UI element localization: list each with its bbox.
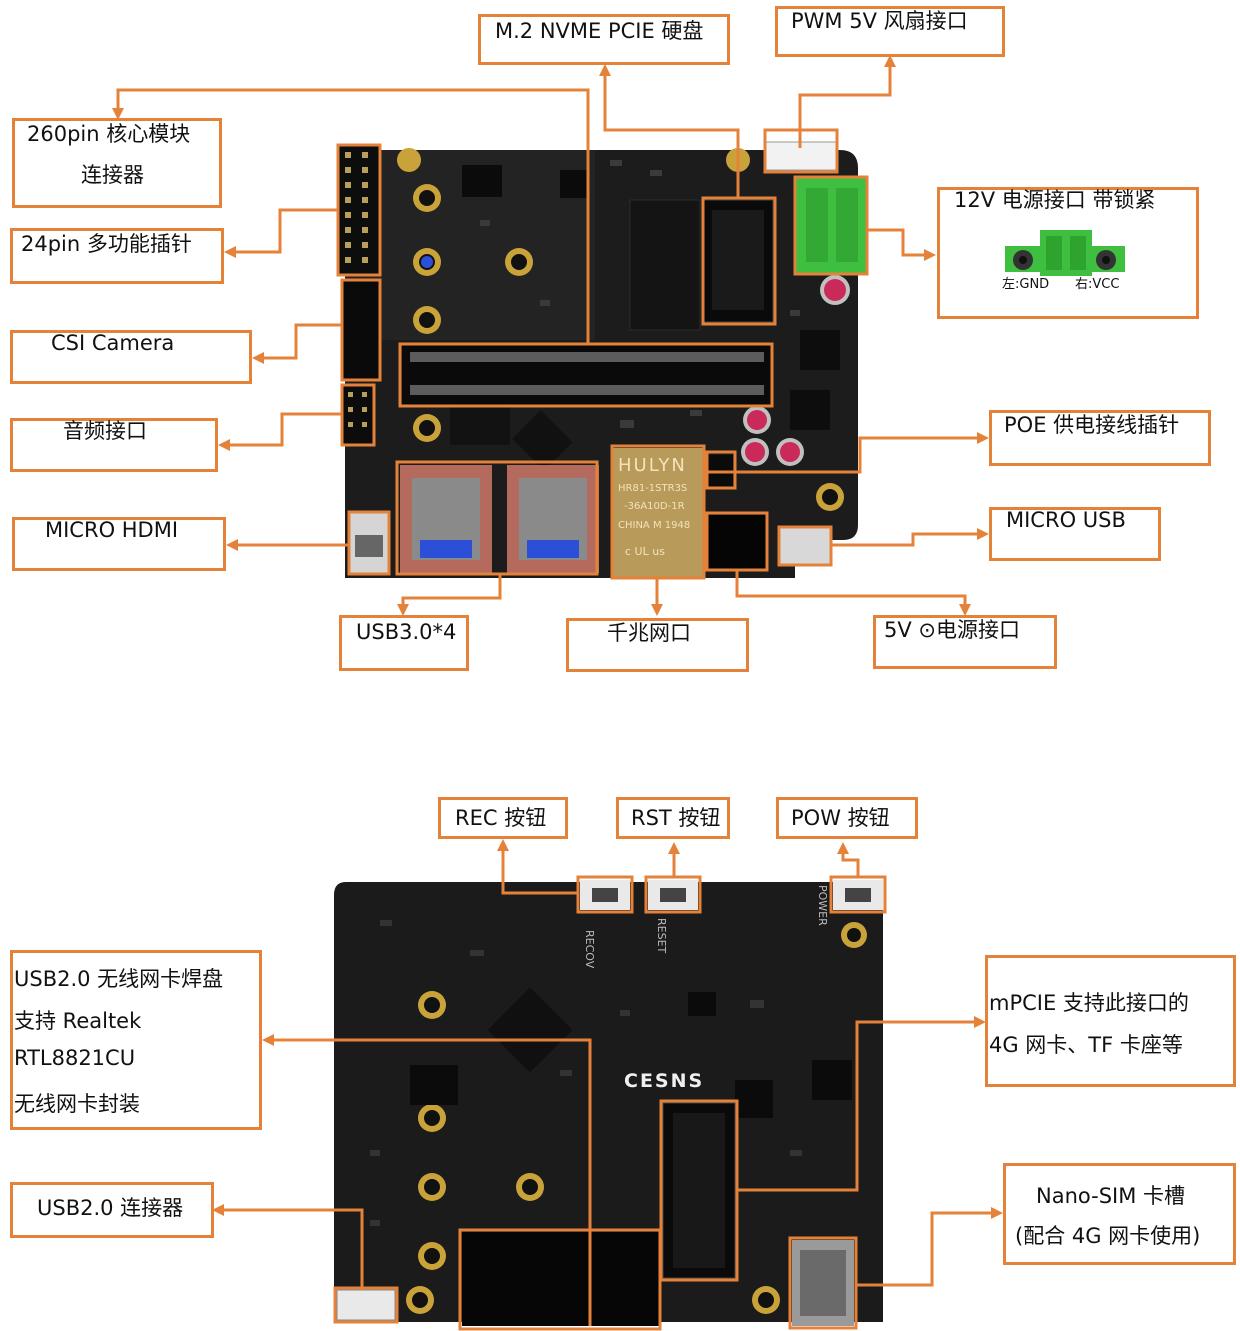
label-wifi-line3: RTL8821CU [14,1046,135,1070]
label-rst-button: RST 按钮 [616,797,730,839]
label-usb20-connector: USB2.0 连接器 [10,1182,214,1238]
label-mpcie: mPCIE 支持此接口的 4G 网卡、TF 卡座等 [985,955,1236,1087]
label-rec-button: REC 按钮 [438,797,568,839]
label-wifi-line2: 支持 Realtek [14,1005,141,1035]
label-rec-button-text: REC 按钮 [455,805,546,831]
label-pow-button-text: POW 按钮 [791,805,890,831]
label-mpcie-line2: 4G 网卡、TF 卡座等 [989,1029,1183,1059]
label-wifi-pad: USB2.0 无线网卡焊盘 支持 Realtek RTL8821CU 无线网卡封… [10,950,262,1130]
label-nanosim: Nano-SIM 卡槽 (配合 4G 网卡使用) [1003,1163,1236,1265]
label-nanosim-line1: Nano-SIM 卡槽 [1036,1180,1185,1210]
label-wifi-line4: 无线网卡封装 [14,1088,140,1118]
label-mpcie-line1: mPCIE 支持此接口的 [989,987,1189,1017]
label-rst-button-text: RST 按钮 [631,805,720,831]
label-pow-button: POW 按钮 [776,797,918,839]
label-nanosim-line2: (配合 4G 网卡使用) [1015,1220,1200,1250]
label-usb20-connector-text: USB2.0 连接器 [37,1195,183,1221]
label-wifi-line1: USB2.0 无线网卡焊盘 [14,963,223,993]
